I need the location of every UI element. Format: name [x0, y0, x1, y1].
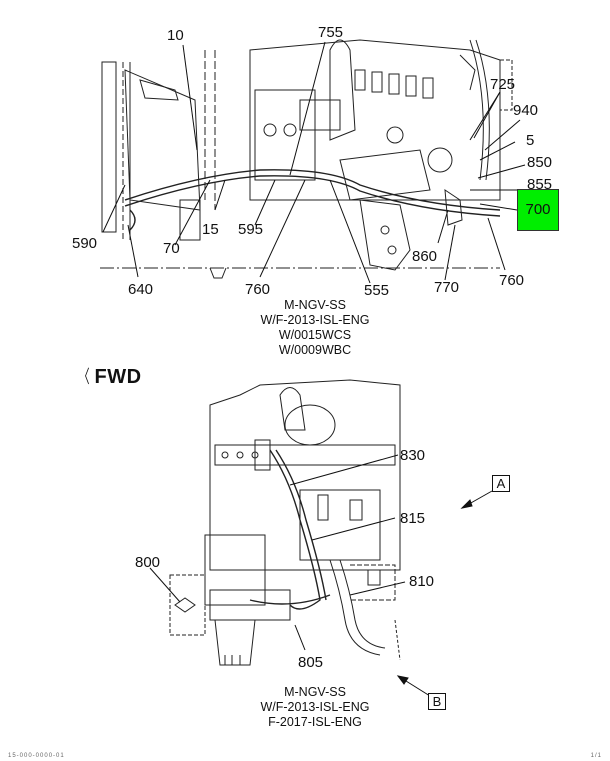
callout-940[interactable]: 940	[513, 102, 539, 119]
callout-555[interactable]: 555	[364, 282, 390, 299]
callout-755[interactable]: 755	[318, 24, 344, 41]
callout-10[interactable]: 10	[167, 27, 184, 44]
fwd-label: FWD	[94, 366, 142, 388]
bottom-caption-line: F-2017-ISL-ENG	[268, 715, 362, 729]
top-caption-line: W/0009WBC	[278, 343, 352, 357]
bottom-leader-lines	[149, 454, 406, 651]
bracket-drawing	[359, 199, 411, 271]
top-caption-line: W/F-2013-ISL-ENG	[260, 313, 370, 327]
view-marker-a[interactable]: A	[492, 475, 510, 492]
top-leader-lines	[102, 41, 526, 284]
callout-760-right[interactable]: 760	[499, 272, 525, 289]
callout-590[interactable]: 590	[72, 235, 98, 252]
view-arrow-B	[396, 675, 431, 697]
top-caption-line: M-NGV-SS	[284, 298, 346, 312]
bottom-view-caption: M-NGV-SS W/F-2013-ISL-ENG F-2017-ISL-ENG	[240, 685, 390, 730]
callout-810[interactable]: 810	[409, 573, 435, 590]
callout-700-highlighted[interactable]: 700	[517, 189, 559, 231]
radiator-frame-drawing	[101, 50, 216, 241]
footer-drawing-number: 15-000-0000-01	[8, 753, 65, 759]
callout-5[interactable]: 5	[526, 132, 535, 149]
callout-805[interactable]: 805	[298, 654, 324, 671]
view-marker-b[interactable]: B	[428, 693, 446, 710]
callout-15[interactable]: 15	[202, 221, 219, 238]
footer-page-number: 1/1	[590, 753, 602, 759]
bottom-caption-line: M-NGV-SS	[284, 685, 346, 699]
callout-800[interactable]: 800	[135, 554, 161, 571]
forward-direction-indicator: 〈FWD	[75, 363, 142, 389]
callout-70[interactable]: 70	[163, 240, 180, 257]
callout-830[interactable]: 830	[400, 447, 426, 464]
fuel-lines-drawing	[124, 169, 501, 231]
callout-855[interactable]: 855	[527, 176, 553, 193]
callout-595[interactable]: 595	[238, 221, 264, 238]
engine-side-drawing	[169, 379, 401, 666]
callout-770[interactable]: 770	[434, 279, 460, 296]
callout-850[interactable]: 850	[527, 154, 553, 171]
callout-860[interactable]: 860	[412, 248, 438, 265]
top-caption-line: W/0015WCS	[278, 328, 352, 342]
view-arrow-A	[460, 490, 493, 509]
bottom-caption-line: W/F-2013-ISL-ENG	[260, 700, 370, 714]
callout-815[interactable]: 815	[400, 510, 426, 527]
callout-725[interactable]: 725	[490, 76, 516, 93]
callout-640[interactable]: 640	[128, 281, 154, 298]
callout-760-left[interactable]: 760	[245, 281, 271, 298]
top-view-caption: M-NGV-SS W/F-2013-ISL-ENG W/0015WCS W/00…	[240, 298, 390, 358]
forward-arrow-icon: 〈	[78, 367, 90, 387]
callout-700-label: 700	[525, 201, 551, 218]
engine-block-drawing	[249, 39, 513, 226]
